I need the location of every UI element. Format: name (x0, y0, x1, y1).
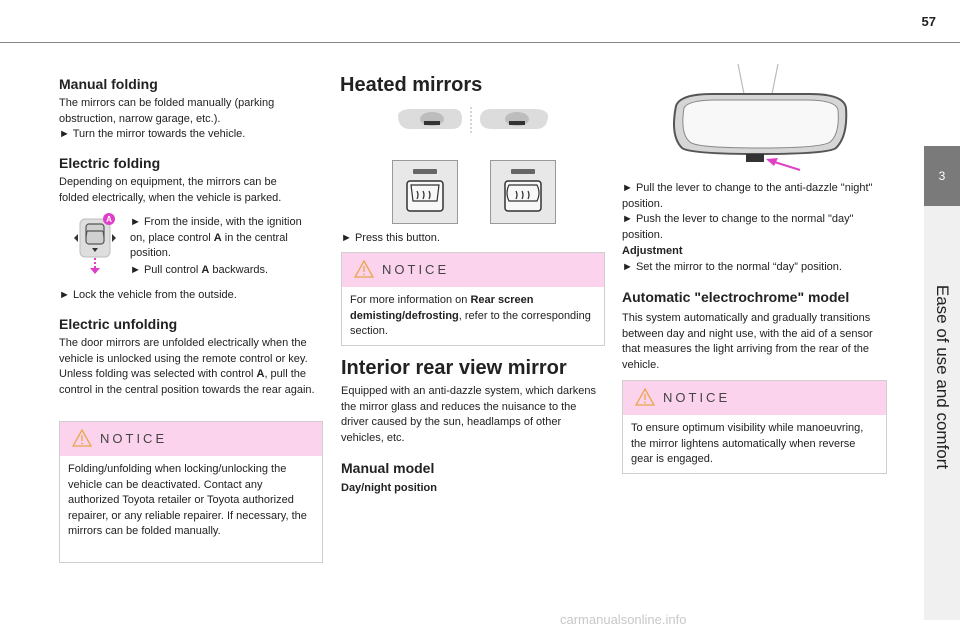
warning-triangle-icon (634, 387, 656, 411)
interior-mirror-heading: Interior rear view mirror (341, 357, 567, 379)
ef-step2-c: backwards. (209, 264, 269, 276)
control-a-label: A (106, 215, 112, 224)
notice-header (342, 253, 604, 287)
eu-text-b: A (256, 368, 265, 380)
warning-triangle-icon (353, 259, 375, 283)
manual-folding-step: ► Turn the mirror towards the vehicle. (59, 128, 246, 140)
automatic-model-heading: Automatic "electrochrome" model (622, 289, 850, 305)
eu-text-c: , pull the control in the central positi… (59, 368, 315, 396)
manual-folding-text: The mirrors can be folded manually (park… (59, 97, 275, 125)
notice-box-heated: NOTICE For more information on Rear scre… (341, 252, 605, 346)
electric-unfolding-text: The door mirrors are unfolded electrical… (59, 336, 317, 398)
rear-defrost-button-1[interactable] (392, 160, 458, 224)
eu-text-a: The door mirrors are unfolded electrical… (59, 337, 308, 380)
notice-text: Folding/unfolding when locking/unlocking… (68, 463, 307, 537)
notice-box-folding: NOTICE Folding/unfolding when locking/un… (59, 421, 323, 563)
header-divider (0, 42, 960, 43)
chapter-tab-title: Ease of use and comfort (920, 212, 960, 542)
heated-mirror-illustration (392, 105, 572, 135)
rear-defrost-button-2[interactable] (490, 160, 556, 224)
manual-model-heading: Manual model (341, 460, 435, 476)
manual-folding-heading: Manual folding (59, 76, 158, 92)
watermark: carmanualsonline.info (560, 612, 687, 627)
chapter-tab-title-text: Ease of use and comfort (933, 284, 952, 470)
page-number: 57 (921, 14, 936, 29)
chapter-tab-number[interactable]: 3 (924, 146, 960, 206)
ef-step1-a: ► From the inside, with the ignition on,… (130, 216, 302, 244)
heated-mirrors-heading: Heated mirrors (340, 74, 483, 96)
rear-view-mirror-icon (660, 62, 860, 174)
notice-title: NOTICE (663, 390, 731, 405)
notice-header (623, 381, 886, 415)
ef-step1-b: A (213, 231, 222, 244)
ef-step2-a: ► Pull control (130, 264, 202, 276)
interior-mirror-text: Equipped with an anti-dazzle system, whi… (341, 385, 596, 444)
notice-b: Rear screen demisting/defrosting (350, 294, 534, 322)
electric-folding-step-1: ► From the inside, with the ignition on,… (130, 215, 315, 262)
electric-folding-heading: Electric folding (59, 155, 161, 171)
notice-text: For more information on Rear screen demi… (350, 293, 596, 340)
automatic-model-text: This system automatically and gradually … (622, 312, 873, 371)
adjustment-step: ► Set the mirror to the normal “day” pos… (622, 261, 842, 273)
notice-c: , refer to the corresponding section. (350, 309, 591, 338)
ef-step2-b: A (201, 264, 210, 276)
notice-text: To ensure optimum visibility while manoe… (631, 422, 864, 465)
electric-unfolding-heading: Electric unfolding (59, 316, 178, 332)
notice-a: For more information on (350, 294, 471, 306)
anti-dazzle-step: ► Pull the lever to change to the anti-d… (622, 182, 873, 210)
electric-folding-step-2: ► Pull control A backwards. (130, 263, 315, 279)
warning-triangle-icon (71, 428, 93, 452)
press-button-step: ► Press this button. (341, 232, 440, 244)
electric-folding-text: Depending on equipment, the mirrors can … (59, 176, 282, 204)
notice-title: NOTICE (100, 431, 168, 446)
electric-folding-step-3: ► Lock the vehicle from the outside. (59, 289, 237, 301)
day-night-position: Day/night position (341, 482, 437, 494)
notice-box-mirror: NOTICE To ensure optimum visibility whil… (622, 380, 887, 474)
ef-step1-c: in the central position. (130, 231, 288, 260)
notice-header (60, 422, 322, 456)
adjustment-label: Adjustment (622, 245, 683, 257)
chapter-tab-background (924, 206, 960, 620)
mirror-control-icon: A (70, 211, 122, 277)
day-position-step: ► Push the lever to change to the normal… (622, 213, 854, 241)
notice-title: NOTICE (382, 262, 450, 277)
